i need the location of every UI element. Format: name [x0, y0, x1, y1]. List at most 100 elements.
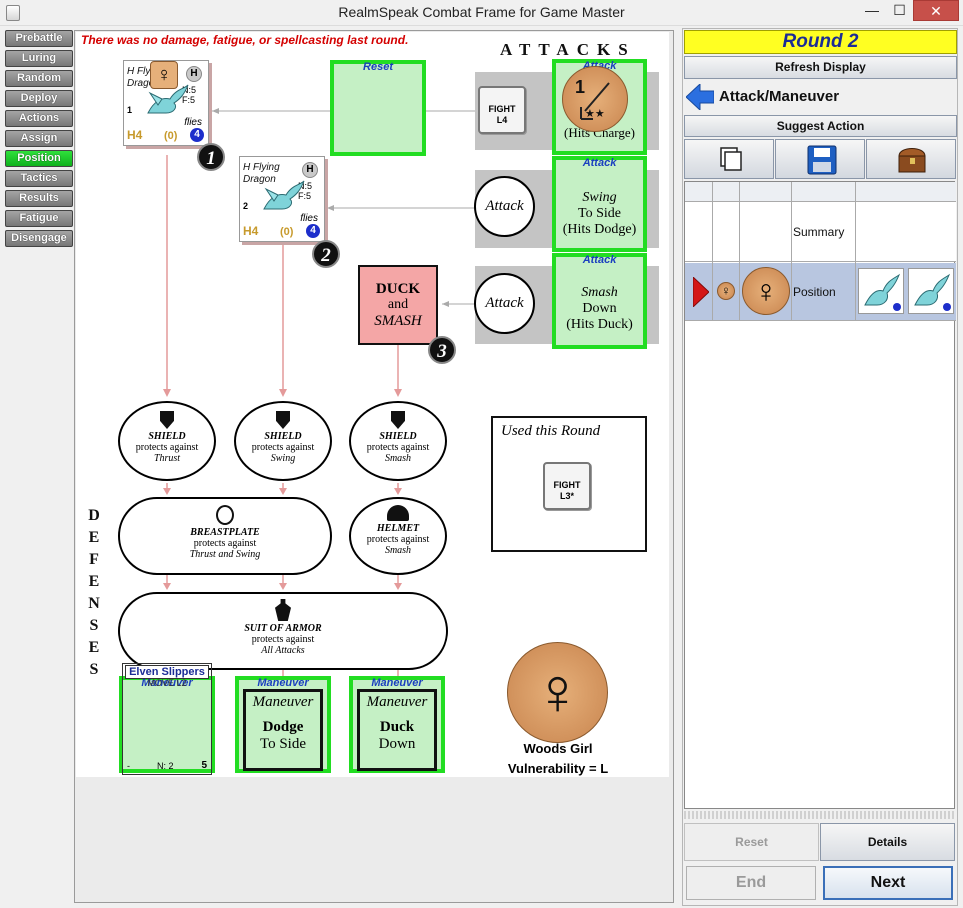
- dragon-thumbnail-2: [908, 268, 954, 314]
- reset-drop-box[interactable]: Reset: [330, 60, 426, 156]
- end-button[interactable]: End: [686, 866, 816, 900]
- chit-zero: (0): [164, 130, 178, 142]
- back-arrow-icon[interactable]: [685, 82, 715, 112]
- fight-chit-l3[interactable]: FIGHT L3*: [543, 462, 591, 510]
- breastplate-defense[interactable]: BREASTPLATE protects against Thrust and …: [118, 497, 332, 575]
- phase-assign[interactable]: Assign: [5, 130, 73, 147]
- chit-number: 2: [243, 201, 249, 211]
- defenses-letter: S: [89, 617, 99, 634]
- table-row-summary[interactable]: Summary: [685, 202, 956, 262]
- attack-box-1[interactable]: Attack (Hits Charge) 1 ★★: [552, 59, 647, 155]
- phase-results[interactable]: Results: [5, 190, 73, 207]
- defenses-letter: E: [88, 573, 100, 590]
- attack-box-2[interactable]: Attack Swing To Side (Hits Dodge): [552, 156, 647, 252]
- details-button[interactable]: Details: [820, 823, 955, 861]
- attack-circle-2[interactable]: Attack: [474, 176, 535, 237]
- female-symbol-icon: ♀: [532, 654, 583, 728]
- reset-button[interactable]: Reset: [684, 823, 819, 861]
- copy-button[interactable]: [684, 139, 774, 179]
- phase-prebattle[interactable]: Prebattle: [5, 30, 73, 47]
- dragon-icon: [263, 180, 305, 210]
- chit-number: 1: [127, 105, 133, 115]
- current-row-pointer-icon: [693, 277, 709, 307]
- next-button[interactable]: Next: [823, 866, 953, 900]
- resize-handle[interactable]: [684, 811, 955, 819]
- fight-chit-l4[interactable]: FIGHT L4: [478, 86, 526, 134]
- chit-flies: flies: [300, 213, 318, 224]
- save-icon: [807, 145, 837, 175]
- table-row-position[interactable]: ♀ ♀ Position: [685, 263, 956, 321]
- phase-luring[interactable]: Luring: [5, 50, 73, 67]
- shield-icon: [160, 411, 174, 429]
- close-button[interactable]: ✕: [913, 0, 959, 21]
- attacks-heading: ATTACKS: [500, 40, 636, 59]
- suggest-action-button[interactable]: Suggest Action: [684, 115, 957, 137]
- chit-move: 4: [306, 224, 320, 238]
- minimize-button[interactable]: —: [865, 2, 879, 18]
- phase-position[interactable]: Position: [5, 150, 73, 167]
- treasure-button[interactable]: [866, 139, 956, 179]
- defenses-letter: D: [88, 507, 100, 524]
- maneuver-header: Maneuver: [257, 677, 309, 689]
- title-bar: RealmSpeak Combat Frame for Game Master …: [0, 0, 963, 26]
- breastplate-icon: [216, 505, 234, 525]
- woods-girl-token-icon: ♀: [742, 267, 790, 315]
- maximize-button[interactable]: ☐: [893, 2, 906, 18]
- dragon-thumbnail-1: [858, 268, 904, 314]
- attack-weapon-coin: 1 ★★: [562, 66, 628, 132]
- java-app-icon: [6, 5, 20, 21]
- maneuver-box-3[interactable]: Maneuver Maneuver Duck Down: [349, 676, 445, 773]
- attack-header: Attack: [582, 254, 617, 266]
- defenses-letter: E: [88, 529, 100, 546]
- attack-header: Attack: [582, 157, 617, 169]
- dodge-maneuver-card[interactable]: Maneuver Dodge To Side: [243, 689, 323, 771]
- helmet-defense[interactable]: HELMET protects against Smash: [349, 497, 447, 575]
- shield-icon: [276, 411, 290, 429]
- table-header: [685, 182, 956, 202]
- helmet-icon: [387, 505, 409, 521]
- small-woods-girl-icon: ♀: [717, 282, 735, 300]
- window-title: RealmSpeak Combat Frame for Game Master: [338, 4, 625, 20]
- phase-deploy[interactable]: Deploy: [5, 90, 73, 107]
- maneuver-header: Maneuver: [371, 677, 423, 689]
- refresh-display-button[interactable]: Refresh Display: [684, 56, 957, 79]
- chit-move: 4: [190, 128, 204, 142]
- duck-and-smash-card[interactable]: DUCK and SMASH: [358, 265, 438, 345]
- phase-actions[interactable]: Actions: [5, 110, 73, 127]
- defenses-letter: F: [89, 551, 99, 568]
- maneuver-box-2[interactable]: Maneuver Maneuver Dodge To Side: [235, 676, 331, 773]
- save-button[interactable]: [775, 139, 865, 179]
- phase-disengage[interactable]: Disengage: [5, 230, 73, 247]
- attack-box-3[interactable]: Attack Smash Down (Hits Duck): [552, 253, 647, 349]
- target-marker-2: 2: [312, 240, 340, 268]
- duck-maneuver-card[interactable]: Maneuver Duck Down: [357, 689, 437, 771]
- phase-tactics[interactable]: Tactics: [5, 170, 73, 187]
- shield-swing-defense[interactable]: SHIELD protects against Swing: [234, 401, 332, 481]
- suit-of-armor-defense[interactable]: SUIT OF ARMOR protects against All Attac…: [118, 592, 448, 670]
- shield-thrust-defense[interactable]: SHIELD protects against Thrust: [118, 401, 216, 481]
- chit-weight: H4: [243, 224, 259, 238]
- woods-girl-token-icon: ♀: [150, 61, 178, 89]
- shield-smash-defense[interactable]: SHIELD protects against Smash: [349, 401, 447, 481]
- shield-icon: [391, 411, 405, 429]
- phase-fatigue[interactable]: Fatigue: [5, 210, 73, 227]
- sword-icon: [580, 82, 610, 120]
- attack-circle-3[interactable]: Attack: [474, 273, 535, 334]
- woods-girl-token[interactable]: ♀: [507, 642, 608, 743]
- round-message: There was no damage, fatigue, or spellca…: [81, 33, 409, 47]
- phase-random[interactable]: Random: [5, 70, 73, 87]
- suit-of-armor-icon: [275, 599, 291, 621]
- maneuver-header: Maneuver: [141, 677, 193, 689]
- target-marker-1: 1: [197, 143, 225, 171]
- elven-slippers-card[interactable]: Elven Slippers MOVE L2 - N: 2 5: [122, 663, 212, 775]
- used-this-round-box: Used this Round FIGHT L3*: [491, 416, 647, 552]
- heavy-badge: H: [186, 66, 202, 82]
- chit-flies: flies: [184, 117, 202, 128]
